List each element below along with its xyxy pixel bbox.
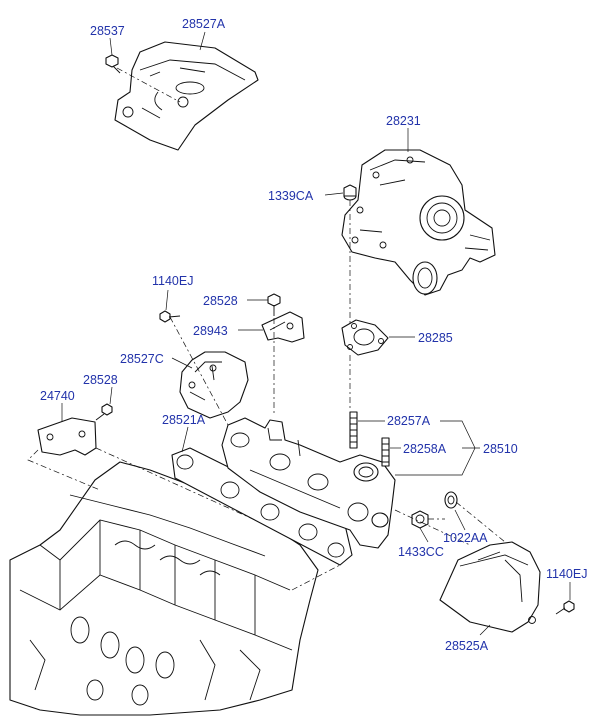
nut-1433CC bbox=[411, 510, 429, 529]
bracket-28943 bbox=[261, 311, 305, 343]
label-28527C: 28527C bbox=[120, 352, 164, 366]
label-28537: 28537 bbox=[90, 24, 125, 38]
leader-lines bbox=[61, 31, 571, 636]
label-28257A: 28257A bbox=[387, 414, 431, 428]
heat-shield-28527C bbox=[179, 351, 249, 419]
washer-1022AA bbox=[444, 491, 458, 509]
label-28525A: 28525A bbox=[445, 639, 489, 653]
label-28521A: 28521A bbox=[162, 413, 206, 427]
label-28285: 28285 bbox=[418, 331, 453, 345]
label-1140EJ-top: 1140EJ bbox=[152, 274, 193, 288]
label-1339CA: 1339CA bbox=[268, 189, 314, 203]
label-28527A: 28527A bbox=[182, 17, 226, 31]
label-1022AA: 1022AA bbox=[443, 531, 488, 545]
bolt-28528-top bbox=[267, 293, 281, 316]
alignment-lines bbox=[27, 67, 506, 591]
label-28528-left: 28528 bbox=[83, 373, 118, 387]
part-labels: 28537 28527A 28231 1339CA 1140EJ 28528 2… bbox=[40, 17, 587, 653]
manifold-gasket bbox=[171, 447, 353, 566]
bolt-28528-left bbox=[95, 403, 113, 421]
label-28943: 28943 bbox=[193, 324, 228, 338]
nut-1339CA bbox=[343, 184, 357, 201]
exhaust-manifold bbox=[221, 417, 396, 549]
label-28528-top: 28528 bbox=[203, 294, 238, 308]
label-28258A: 28258A bbox=[403, 442, 447, 456]
gasket-28285 bbox=[341, 319, 389, 356]
turbocharger bbox=[341, 149, 496, 296]
label-28231: 28231 bbox=[386, 114, 421, 128]
bolt-1140EJ-top bbox=[159, 310, 181, 323]
stud-28257A bbox=[349, 411, 358, 449]
bracket-24740 bbox=[37, 417, 97, 456]
bolt-1140EJ-right bbox=[555, 600, 575, 615]
engine-block bbox=[9, 461, 319, 716]
label-1433CC: 1433CC bbox=[398, 545, 444, 559]
stud-28258A bbox=[381, 437, 390, 467]
label-1140EJ-right: 1140EJ bbox=[546, 567, 587, 581]
label-28510: 28510 bbox=[483, 442, 518, 456]
heat-shield-upper bbox=[114, 41, 259, 151]
heat-shield-lower bbox=[439, 541, 541, 633]
label-24740: 24740 bbox=[40, 389, 75, 403]
bolt-28537 bbox=[105, 54, 121, 74]
